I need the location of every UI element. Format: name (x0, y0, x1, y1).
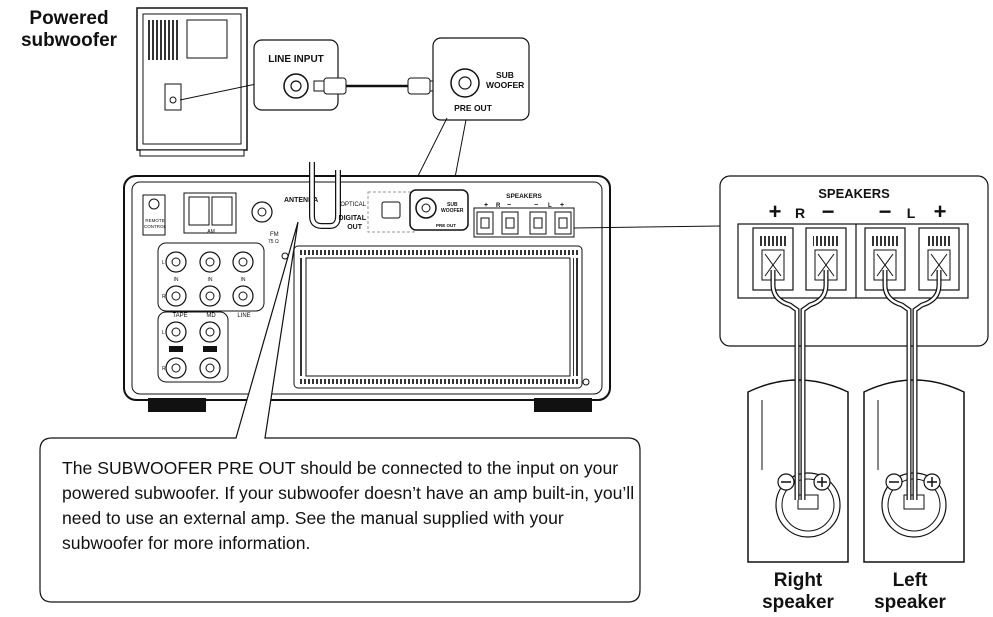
line-input-label: LINE INPUT (268, 54, 324, 65)
out-label: OUT (347, 224, 363, 231)
md-in-label: IN (208, 277, 213, 283)
l-label: L (907, 205, 916, 221)
receiver-foot-right (534, 398, 592, 412)
md-label: MD (206, 313, 216, 319)
fm-ohm-label: 75 Ω (268, 239, 279, 245)
right-speaker-caption-line1: Right (773, 570, 823, 591)
am-label: AM (207, 229, 215, 235)
panel-left-minus: − (534, 202, 538, 209)
speaker-wires (770, 270, 942, 500)
speakers-label: SPEAKERS (818, 186, 890, 201)
jack-r-label-1: R (162, 294, 166, 300)
vent-grill (148, 20, 178, 60)
sub-label: SUB (496, 70, 514, 80)
panel-right-plus: + (484, 202, 488, 209)
pre-out-label: PRE OUT (454, 103, 493, 113)
antenna-label: ANTENNA (284, 197, 318, 204)
panel-right-minus: − (507, 202, 511, 209)
receiver-rear-panel: REMOTE CONTROL AM FM 75 Ω ANTENNA OPTICA… (123, 162, 611, 412)
subwoofer-input-jack (169, 96, 177, 104)
panel-r-label: R (496, 203, 501, 209)
fm-label: FM (270, 232, 279, 238)
subwoofer-pre-out-callout: SUB WOOFER PRE OUT (410, 37, 530, 231)
left-speaker-caption-line1: Left (892, 570, 928, 591)
line-input-callout: LINE INPUT (253, 39, 339, 111)
callout-bubble (39, 221, 641, 603)
panel-speaker-terminals: + R − − L + (473, 202, 575, 238)
powered-subwoofer-caption: Powered subwoofer (4, 8, 134, 52)
right-speaker-caption-line2: speaker (762, 592, 834, 613)
panel-pre-out-label: PRE OUT (436, 223, 456, 228)
powered-subwoofer-caption-line1: Powered (29, 8, 109, 29)
right-speaker-caption: Right speaker (748, 570, 848, 614)
jack-l-label-2: L (162, 330, 165, 336)
left-speaker-caption-line2: speaker (874, 592, 946, 613)
powered-subwoofer (136, 7, 257, 157)
powered-subwoofer-caption-line2: subwoofer (20, 30, 118, 51)
panel-woofer-label: WOOFER (441, 208, 464, 214)
optical-label: OPTICAL (340, 202, 366, 208)
left-speaker-caption: Left speaker (860, 570, 960, 614)
digital-label: DIGITAL (339, 215, 367, 222)
remote-label: REMOTE (145, 218, 164, 223)
vent-area (281, 245, 590, 389)
rca-jack-group: IN IN IN TAPE MD LINE L R L R (157, 242, 265, 383)
left-plus-sign: + (934, 199, 947, 224)
line-group-label: LINE (237, 313, 250, 319)
woofer-label: WOOFER (486, 80, 524, 90)
right-plus-sign: + (769, 199, 782, 224)
right-minus-terminal (805, 227, 847, 291)
tape-in-label: IN (174, 277, 179, 283)
rca-cable (313, 77, 441, 95)
jack-r-label-2: R (162, 366, 166, 372)
panel-l-label: L (548, 203, 552, 209)
jack-l-label-1: L (162, 260, 165, 266)
panel-speakers-label: SPEAKERS (506, 193, 542, 200)
line-in-label: IN (241, 277, 246, 283)
right-minus-sign: − (822, 199, 835, 224)
r-label: R (795, 205, 805, 221)
speaker-terminals-callout: SPEAKERS + R − − L + (573, 175, 989, 347)
callout-text: The SUBWOOFER PRE OUT should be connecte… (62, 458, 635, 553)
panel-left-plus: + (560, 202, 564, 209)
control-label: CONTROL (144, 224, 166, 229)
left-minus-sign: − (879, 199, 892, 224)
panel-sub-label: SUB (447, 202, 458, 208)
tape-label: TAPE (172, 313, 187, 319)
left-plus-terminal (918, 227, 960, 291)
receiver-foot-left (148, 398, 206, 412)
